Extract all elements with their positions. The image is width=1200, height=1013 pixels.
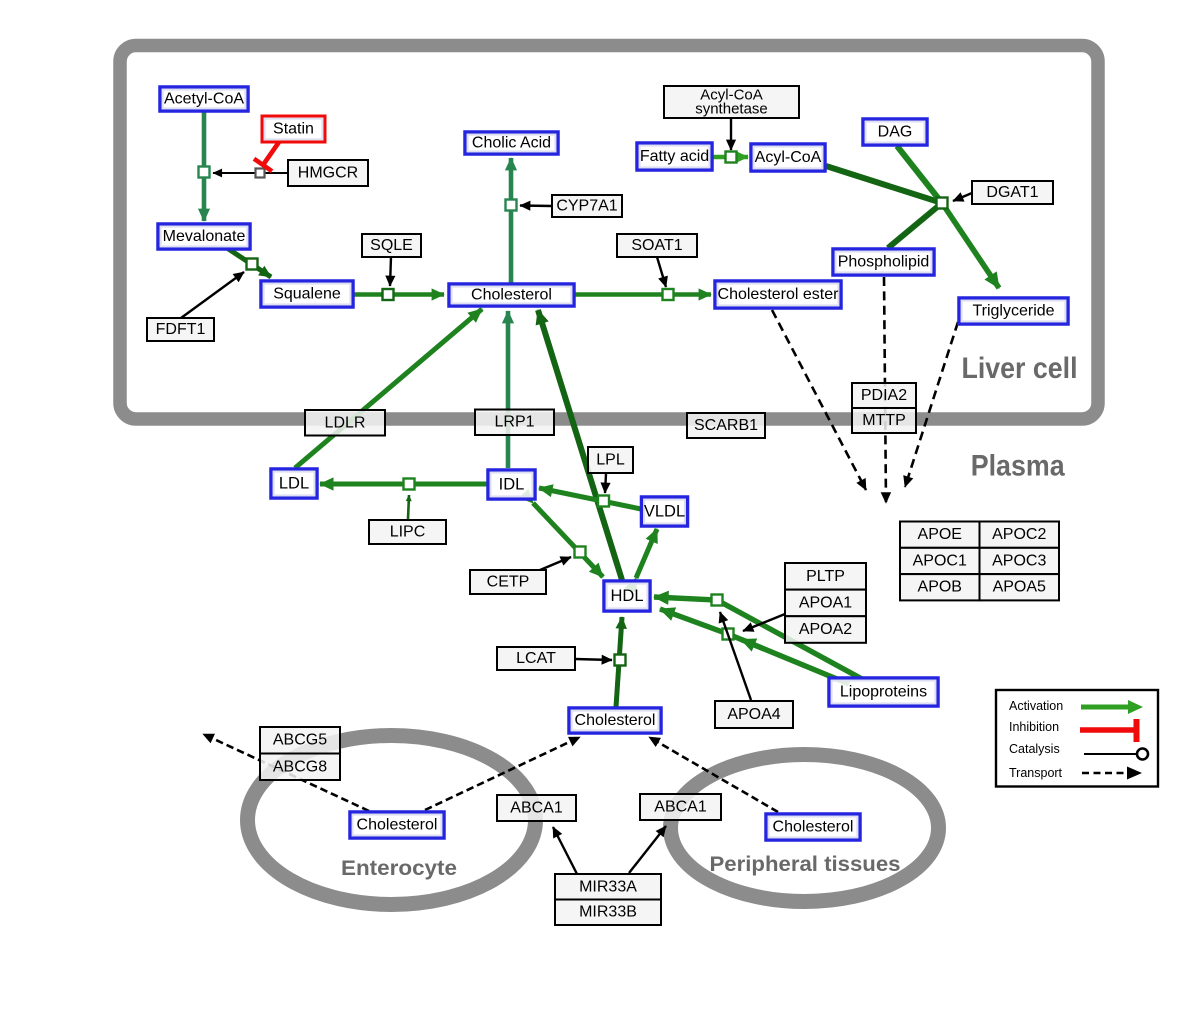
svg-text:LDL: LDL bbox=[279, 475, 309, 493]
svg-text:Liver cell: Liver cell bbox=[962, 352, 1078, 385]
svg-text:Catalysis: Catalysis bbox=[1009, 742, 1060, 756]
svg-text:APOE: APOE bbox=[918, 526, 962, 543]
svg-text:APOA4: APOA4 bbox=[727, 706, 780, 723]
svg-text:Plasma: Plasma bbox=[971, 450, 1065, 483]
svg-text:Cholesterol: Cholesterol bbox=[357, 817, 438, 834]
svg-text:LPL: LPL bbox=[596, 452, 625, 469]
svg-text:DGAT1: DGAT1 bbox=[986, 184, 1038, 201]
svg-text:Fatty acid: Fatty acid bbox=[640, 148, 709, 165]
svg-text:Acyl-CoA: Acyl-CoA bbox=[700, 87, 763, 104]
svg-text:VLDL: VLDL bbox=[644, 503, 685, 521]
svg-text:LIPC: LIPC bbox=[390, 524, 426, 541]
svg-text:Activation: Activation bbox=[1009, 699, 1063, 713]
svg-text:Phospholipid: Phospholipid bbox=[838, 254, 930, 271]
svg-text:HMGCR: HMGCR bbox=[298, 165, 358, 182]
svg-text:HDL: HDL bbox=[610, 587, 643, 605]
svg-text:MIR33A: MIR33A bbox=[579, 878, 637, 895]
svg-text:LCAT: LCAT bbox=[516, 650, 556, 667]
svg-text:APOC1: APOC1 bbox=[913, 552, 967, 569]
svg-text:ABCA1: ABCA1 bbox=[654, 799, 707, 816]
svg-text:CYP7A1: CYP7A1 bbox=[556, 198, 617, 215]
svg-text:Transport: Transport bbox=[1009, 766, 1063, 780]
svg-text:SQLE: SQLE bbox=[370, 237, 413, 254]
svg-text:synthetase: synthetase bbox=[695, 101, 768, 118]
svg-text:Statin: Statin bbox=[273, 121, 314, 138]
svg-text:PDIA2: PDIA2 bbox=[861, 387, 907, 404]
svg-text:ABCG8: ABCG8 bbox=[273, 758, 327, 775]
svg-text:Peripheral tissues: Peripheral tissues bbox=[710, 852, 901, 876]
svg-text:APOA5: APOA5 bbox=[993, 579, 1046, 596]
svg-text:MTTP: MTTP bbox=[862, 412, 906, 429]
svg-text:Mevalonate: Mevalonate bbox=[163, 228, 246, 245]
svg-text:Inhibition: Inhibition bbox=[1009, 720, 1059, 734]
svg-text:Cholesterol: Cholesterol bbox=[471, 287, 552, 304]
svg-text:LRP1: LRP1 bbox=[494, 414, 534, 431]
svg-text:ABCA1: ABCA1 bbox=[510, 800, 563, 817]
svg-text:Cholesterol: Cholesterol bbox=[773, 819, 854, 836]
svg-text:Triglyceride: Triglyceride bbox=[972, 303, 1054, 320]
svg-text:APOC3: APOC3 bbox=[992, 552, 1046, 569]
svg-text:Cholesterol ester: Cholesterol ester bbox=[718, 286, 840, 303]
svg-text:Enterocyte: Enterocyte bbox=[341, 856, 457, 880]
svg-text:PLTP: PLTP bbox=[806, 568, 845, 585]
svg-text:FDFT1: FDFT1 bbox=[156, 321, 206, 338]
svg-text:CETP: CETP bbox=[487, 574, 530, 591]
svg-text:Cholesterol: Cholesterol bbox=[575, 712, 656, 729]
svg-text:APOA2: APOA2 bbox=[799, 621, 852, 638]
svg-text:DAG: DAG bbox=[878, 124, 913, 141]
svg-text:ABCG5: ABCG5 bbox=[273, 732, 327, 749]
svg-text:LDLR: LDLR bbox=[325, 414, 366, 431]
svg-text:Squalene: Squalene bbox=[273, 286, 341, 303]
svg-text:IDL: IDL bbox=[499, 476, 525, 494]
svg-text:Acyl-CoA: Acyl-CoA bbox=[755, 149, 822, 166]
svg-text:APOB: APOB bbox=[918, 579, 962, 596]
svg-text:MIR33B: MIR33B bbox=[579, 904, 637, 921]
svg-text:SOAT1: SOAT1 bbox=[631, 237, 682, 254]
svg-text:SCARB1: SCARB1 bbox=[694, 417, 758, 434]
svg-text:APOA1: APOA1 bbox=[799, 594, 852, 611]
svg-text:Cholic Acid: Cholic Acid bbox=[472, 135, 551, 152]
svg-text:APOC2: APOC2 bbox=[992, 526, 1046, 543]
svg-text:Lipoproteins: Lipoproteins bbox=[840, 684, 927, 701]
svg-text:Acetyl-CoA: Acetyl-CoA bbox=[164, 91, 244, 108]
